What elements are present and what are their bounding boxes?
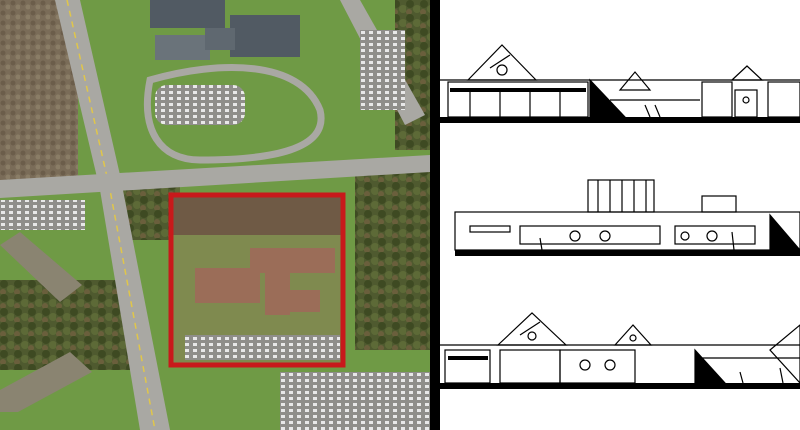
- loop-road: [143, 64, 325, 164]
- forest-east: [355, 160, 430, 350]
- sw-building-1: [0, 232, 82, 302]
- elevation-3: [440, 312, 800, 389]
- road-centerline: [66, 0, 156, 430]
- campus-building-3: [155, 35, 210, 60]
- elevation-1: [440, 44, 800, 123]
- campus-building-1: [150, 0, 225, 28]
- site-woods: [172, 195, 342, 235]
- south-parking: [280, 372, 430, 430]
- campus-parking: [360, 30, 405, 110]
- campus-building-4: [205, 28, 235, 50]
- elevation-drawings: [440, 0, 800, 430]
- campus-building-2: [230, 15, 300, 57]
- elevation-2: [454, 179, 800, 256]
- site-parking: [185, 335, 340, 360]
- panel-divider: [430, 0, 440, 430]
- sw-building-2: [0, 352, 92, 412]
- sw-parking: [0, 200, 85, 230]
- inner-parking: [155, 85, 245, 125]
- cross-road: [0, 155, 430, 198]
- main-road: [55, 0, 170, 430]
- aerial-photo: [0, 0, 430, 430]
- school-building: [195, 248, 335, 315]
- highlight-box: [168, 192, 346, 368]
